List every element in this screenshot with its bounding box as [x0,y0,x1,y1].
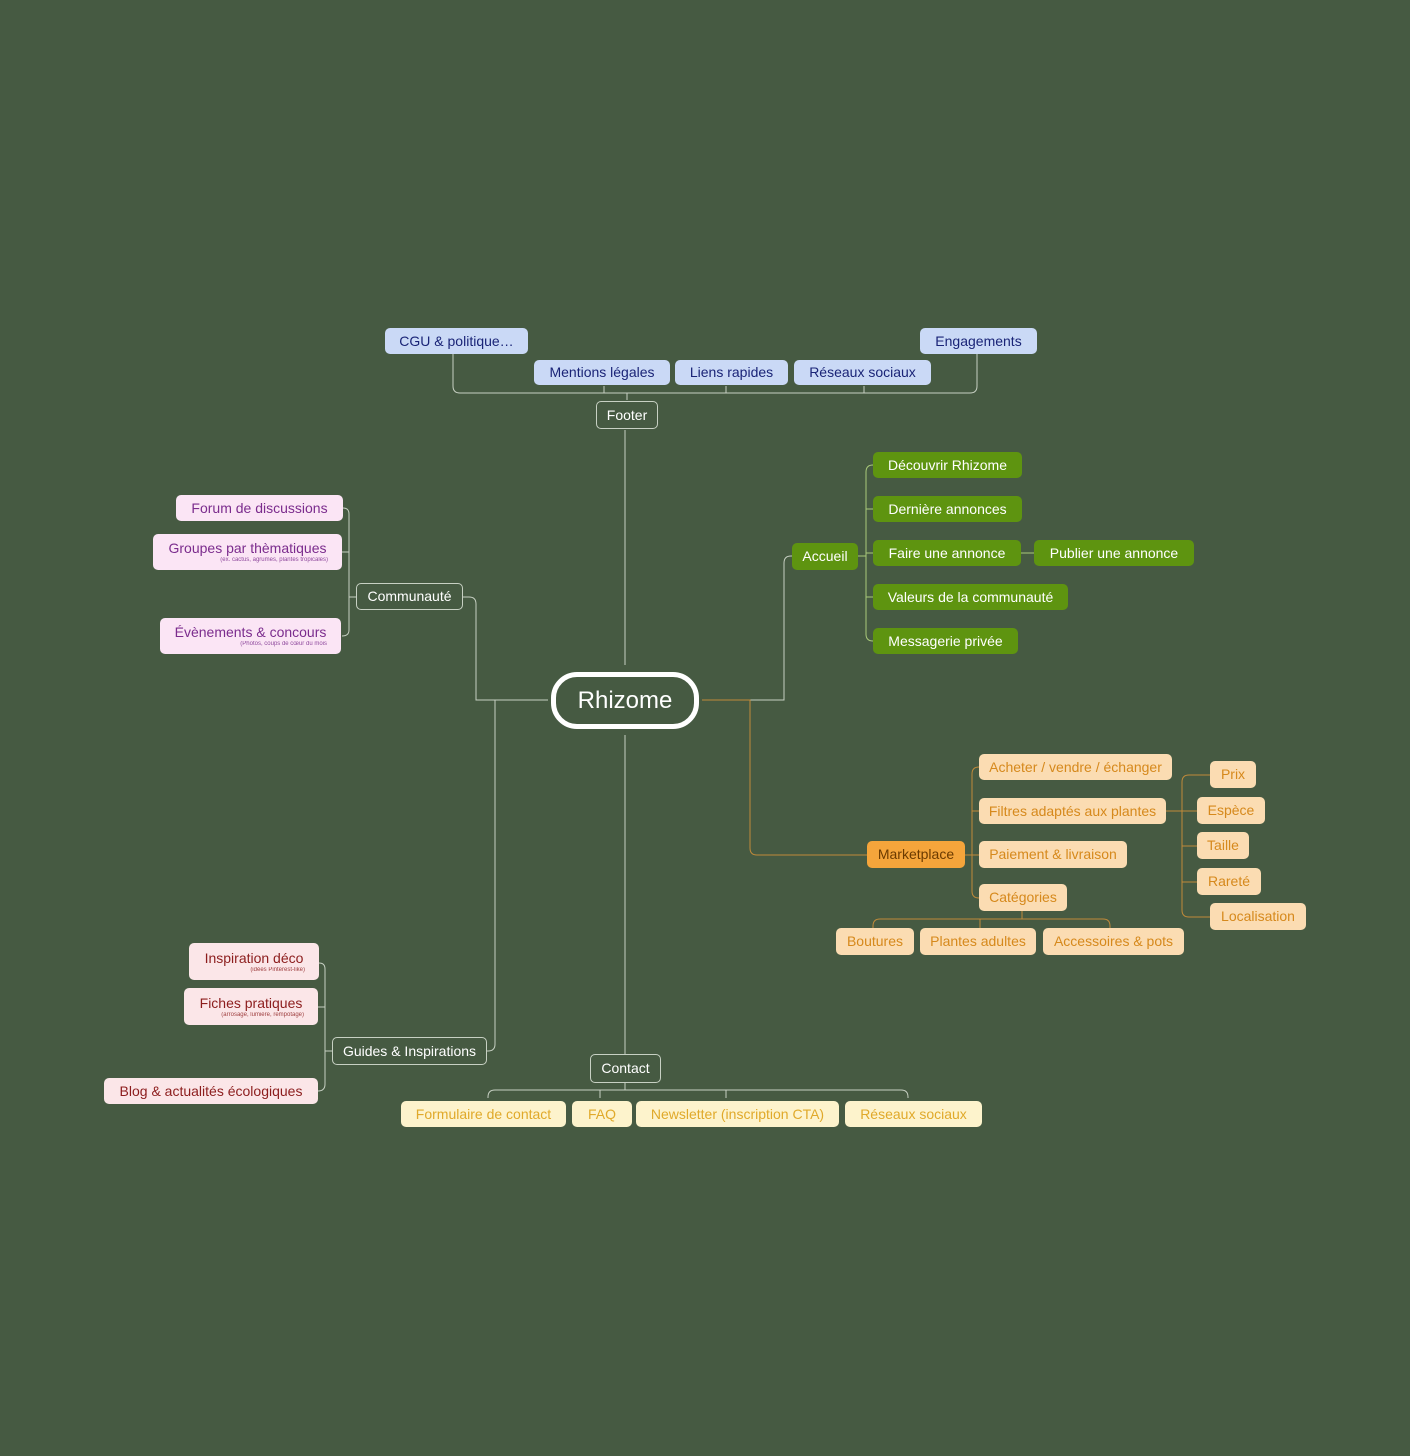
accueil-item-faire[interactable]: Faire une annonce [873,540,1021,566]
filtre-prix[interactable]: Prix [1210,761,1256,788]
accueil-hub[interactable]: Accueil [792,543,858,570]
accueil-item-annonces[interactable]: Dernière annonces [873,496,1022,522]
communaute-label: Communauté [367,588,452,604]
contact-item-newsletter[interactable]: Newsletter (inscription CTA) [636,1101,839,1127]
link-root-guides [487,699,548,1052]
link-communaute-fan [341,507,356,637]
marketplace-label: Marketplace [877,846,955,862]
root-label: Rhizome [577,687,673,714]
root-node[interactable]: Rhizome [551,672,699,729]
filtre-localisation[interactable]: Localisation [1210,903,1306,930]
link-root-communaute [463,596,548,701]
footer-item-engagements[interactable]: Engagements [920,328,1037,354]
guides-note-inspiration: (idées Pinterest-like) [250,966,305,973]
contact-hub[interactable]: Contact [590,1054,661,1083]
filtre-espece[interactable]: Espèce [1197,797,1265,824]
footer-item-mentions[interactable]: Mentions légales [534,360,670,385]
footer-label: Footer [606,406,648,423]
communaute-item-groupes[interactable]: Groupes par thèmatiques (ex. cactus, agr… [153,534,342,570]
accueil-item-valeurs[interactable]: Valeurs de la communauté [873,584,1068,610]
footer-item-cgu[interactable]: CGU & politique… [385,328,528,354]
guides-item-blog[interactable]: Blog & actualités écologiques [104,1078,318,1104]
footer-item-reseaux[interactable]: Réseaux sociaux [794,360,931,385]
categorie-plantes-adultes[interactable]: Plantes adultes [920,928,1036,955]
categorie-boutures[interactable]: Boutures [836,928,914,955]
communaute-note-evenements: (Photos, coups de cœur du mois [240,641,327,647]
guides-item-fiches[interactable]: Fiches pratiques (arrosage, lumière, rem… [184,988,318,1025]
accueil-item-messagerie[interactable]: Messagerie privée [873,628,1018,654]
contact-item-faq[interactable]: FAQ [572,1101,632,1127]
guides-note-fiches: (arrosage, lumière, rempotage) [221,1011,304,1018]
marketplace-item-categories[interactable]: Catégories [979,884,1067,911]
marketplace-item-paiement[interactable]: Paiement & livraison [979,841,1127,868]
link-contact-fan [487,1083,909,1098]
filtre-rarete[interactable]: Rareté [1197,868,1261,895]
accueil-item-decouvrir[interactable]: Découvrir Rhizome [873,452,1022,478]
link-root-marketplace [702,699,867,856]
accueil-item-publier[interactable]: Publier une annonce [1034,540,1194,566]
link-guides-fan [317,962,332,1092]
communaute-hub[interactable]: Communauté [356,583,463,610]
communaute-item-evenements[interactable]: Évènements & concours (Photos, coups de … [160,618,341,654]
marketplace-item-acheter[interactable]: Acheter / vendre / échanger [979,754,1172,780]
guides-label: Guides & Inspirations [342,1042,477,1059]
footer-item-liens[interactable]: Liens rapides [675,360,788,385]
marketplace-hub[interactable]: Marketplace [867,841,965,868]
link-categories-fan [872,911,1111,928]
filtre-taille[interactable]: Taille [1197,832,1249,859]
marketplace-item-filtres[interactable]: Filtres adaptés aux plantes [979,798,1166,824]
contact-item-reseaux[interactable]: Réseaux sociaux [845,1101,982,1127]
link-marketplace-fan [965,766,980,899]
footer-hub[interactable]: Footer [596,401,658,429]
link-root-accueil [702,555,792,701]
communaute-note-groupes: (ex. cactus, agrumes, plantes tropicales… [220,557,328,563]
contact-label: Contact [601,1060,650,1076]
accueil-label: Accueil [802,548,848,564]
guides-hub[interactable]: Guides & Inspirations [332,1037,487,1065]
communaute-item-forum[interactable]: Forum de discussions [176,495,343,521]
guides-item-inspiration[interactable]: Inspiration déco (idées Pinterest-like) [189,943,319,980]
categorie-accessoires[interactable]: Accessoires & pots [1043,928,1184,955]
contact-item-formulaire[interactable]: Formulaire de contact [401,1101,566,1127]
